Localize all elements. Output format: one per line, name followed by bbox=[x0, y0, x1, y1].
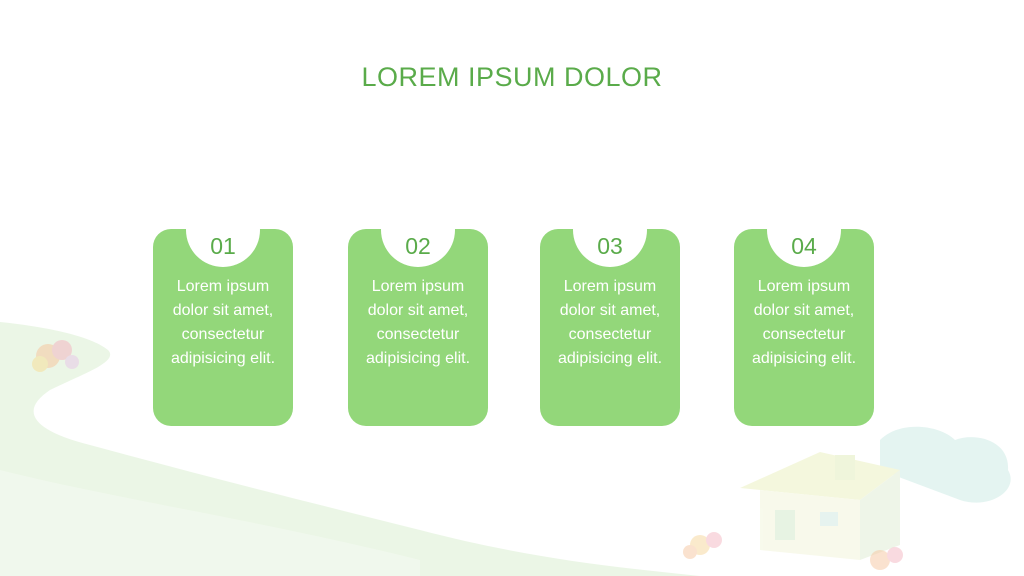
card-notch bbox=[767, 193, 841, 267]
flower-bush-icon bbox=[32, 340, 79, 372]
card-notch bbox=[186, 193, 260, 267]
card-notch bbox=[381, 193, 455, 267]
step-card-2: 02 Lorem ipsum dolor sit amet, consectet… bbox=[348, 193, 488, 426]
card-number: 01 bbox=[210, 233, 236, 259]
card-text: Lorem ipsum dolor sit amet, consectetur … bbox=[365, 278, 471, 367]
card-text: Lorem ipsum dolor sit amet, consectetur … bbox=[557, 278, 663, 367]
card-number: 04 bbox=[791, 233, 817, 259]
card-text: Lorem ipsum dolor sit amet, consectetur … bbox=[170, 278, 276, 367]
step-card-1: 01 Lorem ipsum dolor sit amet, consectet… bbox=[153, 193, 293, 426]
card-number: 03 bbox=[597, 233, 623, 259]
step-card-4: 04 Lorem ipsum dolor sit amet, consectet… bbox=[734, 193, 874, 426]
step-card-3: 03 Lorem ipsum dolor sit amet, consectet… bbox=[540, 193, 680, 426]
slide-title: LOREM IPSUM DOLOR bbox=[361, 62, 663, 92]
hill-shape-inner bbox=[0, 470, 420, 576]
card-notch bbox=[573, 193, 647, 267]
flower-bush-icon bbox=[683, 532, 903, 570]
card-text: Lorem ipsum dolor sit amet, consectetur … bbox=[751, 278, 857, 367]
card-number: 02 bbox=[405, 233, 431, 259]
house-icon bbox=[740, 426, 1011, 560]
